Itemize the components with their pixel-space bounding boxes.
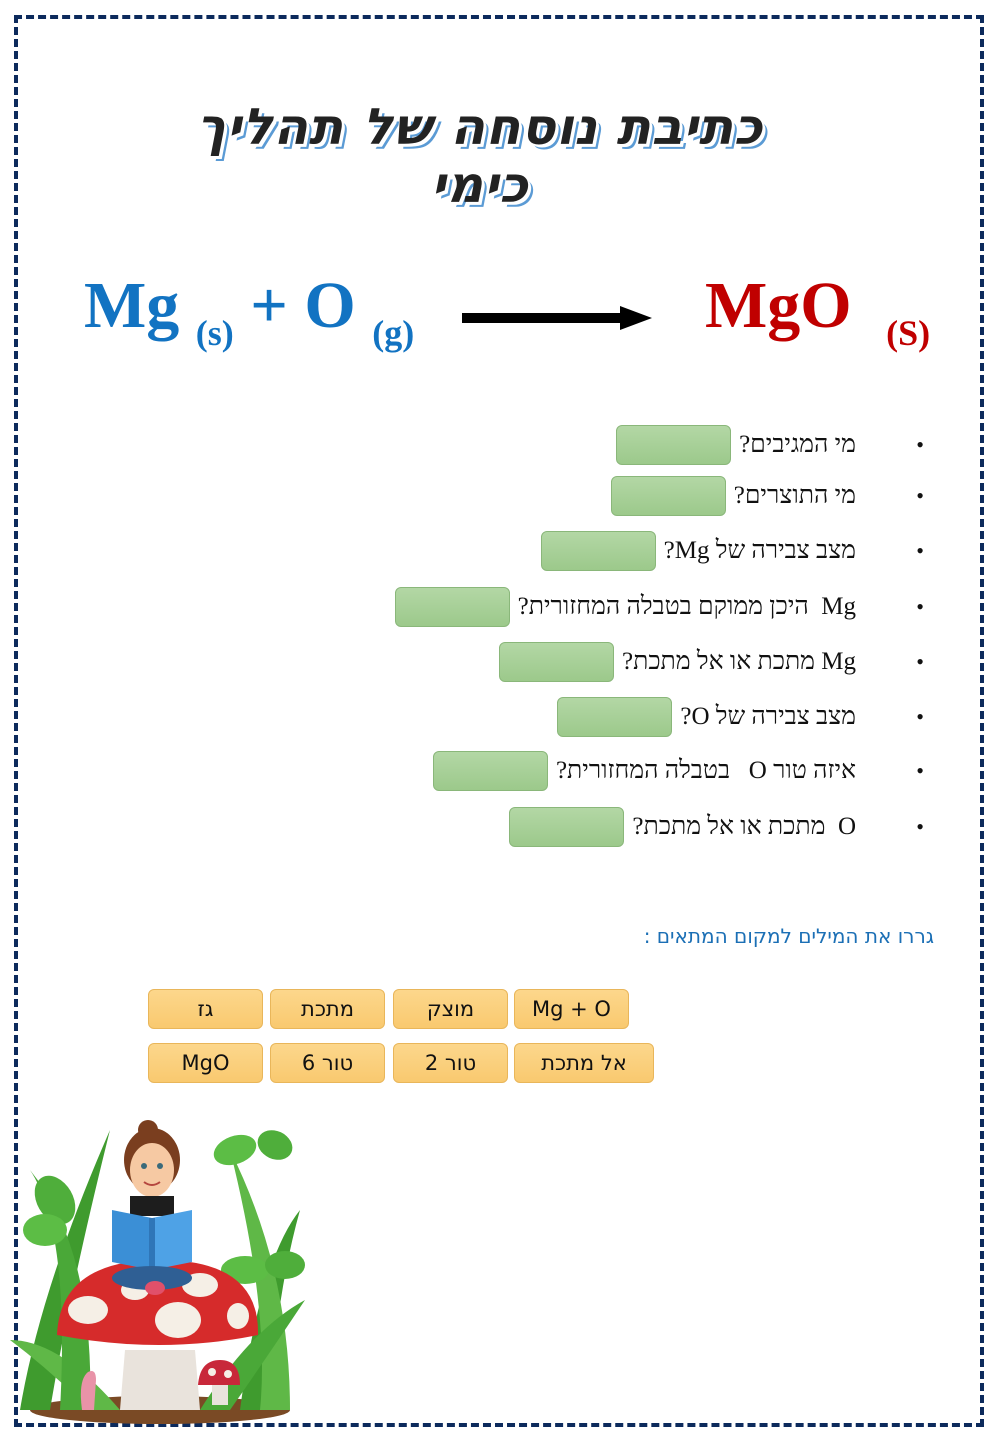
question-item: • מצב צבירה של Mg? bbox=[540, 531, 924, 571]
product: MgO (S) bbox=[705, 268, 930, 354]
plus-sign: + bbox=[250, 269, 288, 342]
reactant-mg: Mg bbox=[84, 269, 180, 342]
question-text: O מתכת או אל מתכת? bbox=[632, 813, 856, 840]
reaction-arrow-icon bbox=[462, 306, 652, 330]
question-text: מי המגיבים? bbox=[739, 431, 856, 458]
drop-zone-o-metal[interactable] bbox=[509, 807, 625, 847]
question-text: מצב צבירה של Mg? bbox=[663, 537, 856, 564]
girl-reading-on-mushroom-illustration bbox=[10, 1120, 305, 1424]
bullet: • bbox=[916, 432, 924, 457]
drop-zone-products[interactable] bbox=[610, 476, 726, 516]
question-item: • איזה טור O בטבלה המחזורית? bbox=[432, 751, 924, 791]
page-dashed-border bbox=[14, 15, 984, 1427]
reactant-o-state: (g) bbox=[372, 313, 415, 353]
word-chip-mg-plus-o[interactable]: Mg + O bbox=[514, 989, 629, 1029]
question-text: Mg מתכת או אל מתכת? bbox=[622, 648, 856, 675]
drop-zone-o-state[interactable] bbox=[557, 697, 673, 737]
page-title: כתיבת נוסחה של תהליך כימי bbox=[196, 98, 764, 214]
drag-instruction: גררו את המילים למקום המתאים : bbox=[643, 924, 934, 948]
question-item: • מי המגיבים? bbox=[616, 425, 924, 465]
word-chip-group-2[interactable]: טור 2 bbox=[393, 1043, 508, 1083]
drop-zone-reactants[interactable] bbox=[616, 425, 732, 465]
drop-zone-mg-state[interactable] bbox=[540, 531, 656, 571]
question-text: איזה טור O בטבלה המחזורית? bbox=[555, 757, 856, 784]
question-item: • Mg היכן ממוקם בטבלה המחזורית? bbox=[394, 587, 924, 627]
bullet: • bbox=[916, 704, 924, 729]
bullet: • bbox=[916, 483, 924, 508]
product-state: (S) bbox=[886, 313, 931, 353]
reactant-mg-state: (s) bbox=[195, 313, 234, 353]
word-chip-metal[interactable]: מתכת bbox=[270, 989, 385, 1029]
reactant-o: O bbox=[304, 269, 356, 342]
bullet: • bbox=[916, 649, 924, 674]
word-chip-solid[interactable]: מוצק bbox=[393, 989, 508, 1029]
bullet: • bbox=[916, 538, 924, 563]
reactants: Mg (s) + O (g) bbox=[84, 268, 414, 354]
question-item: • מצב צבירה של O? bbox=[557, 697, 924, 737]
question-item: • Mg מתכת או אל מתכת? bbox=[499, 642, 924, 682]
word-chip-group-6[interactable]: טור 6 bbox=[270, 1043, 385, 1083]
drop-zone-o-group[interactable] bbox=[432, 751, 548, 791]
bullet: • bbox=[916, 814, 924, 839]
bullet: • bbox=[916, 758, 924, 783]
product-mgo: MgO bbox=[705, 269, 852, 342]
question-item: • מי התוצרים? bbox=[610, 476, 924, 516]
word-chip-mgo[interactable]: MgO bbox=[148, 1043, 263, 1083]
drop-zone-mg-group[interactable] bbox=[394, 587, 510, 627]
chemical-equation: Mg (s) + O (g) MgO (S) bbox=[0, 268, 1000, 368]
drop-zone-mg-metal[interactable] bbox=[499, 642, 614, 682]
word-chip-nonmetal[interactable]: אל מתכת bbox=[514, 1043, 654, 1083]
word-chip-gas[interactable]: גז bbox=[148, 989, 263, 1029]
bullet: • bbox=[916, 594, 924, 619]
question-text: מי התוצרים? bbox=[733, 482, 856, 509]
question-text: Mg היכן ממוקם בטבלה המחזורית? bbox=[517, 593, 856, 620]
question-item: • O מתכת או אל מתכת? bbox=[509, 807, 924, 847]
question-text: מצב צבירה של O? bbox=[680, 703, 856, 730]
